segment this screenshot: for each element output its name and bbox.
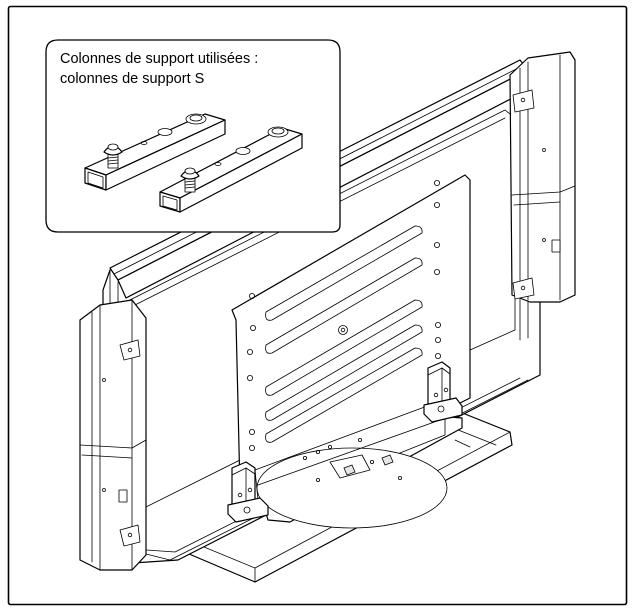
support-column-s-2	[159, 126, 303, 213]
stand-pedestal	[254, 404, 463, 529]
callout-bubble: Colonnes de support utilisées : colonnes…	[45, 39, 341, 233]
plate-screw-holes	[246, 179, 441, 451]
support-column-s-1	[84, 113, 226, 191]
plate-slots	[265, 225, 423, 443]
speaker-left	[79, 299, 147, 571]
speaker-right	[509, 51, 576, 303]
support-column-left	[227, 461, 269, 523]
callout-title-line-2: colonnes de support S	[60, 71, 204, 87]
callout-title-line-1: Colonnes de support utilisées :	[60, 51, 258, 67]
support-column-right	[423, 361, 463, 423]
